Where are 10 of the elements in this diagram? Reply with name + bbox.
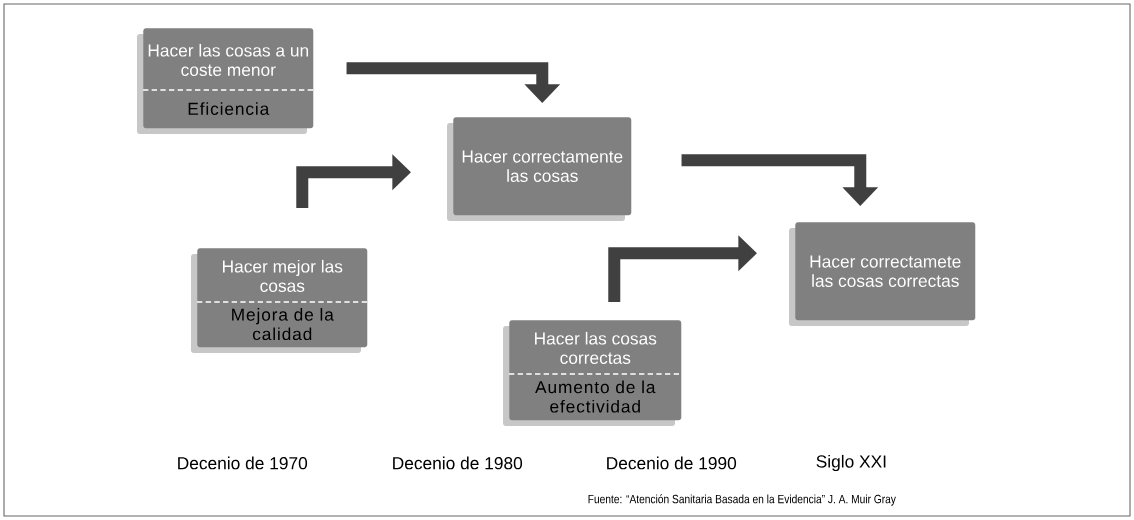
period-label: Siglo XXI — [816, 454, 886, 472]
process-box: Hacer las cosas correctas Aumento de la efectividad — [503, 320, 682, 426]
process-box: Hacer correctamete las cosas correctas — [789, 222, 976, 326]
period-label: Decenio de 1970 — [178, 456, 308, 470]
process-box: Hacer mejor las cosas Mejora de la calidad — [191, 248, 368, 353]
process-box: Hacer las cosas a un coste menor Eficiencia — [137, 28, 314, 134]
source-note: Fuente: “Atención Sanitaria Basada en la Evidencia” J. A. Muir Gray — [588, 494, 896, 506]
process-box: Hacer correctamente las cosas — [447, 117, 632, 221]
period-label: Decenio de 1990 — [607, 456, 737, 470]
period-label: Decenio de 1980 — [393, 456, 523, 470]
